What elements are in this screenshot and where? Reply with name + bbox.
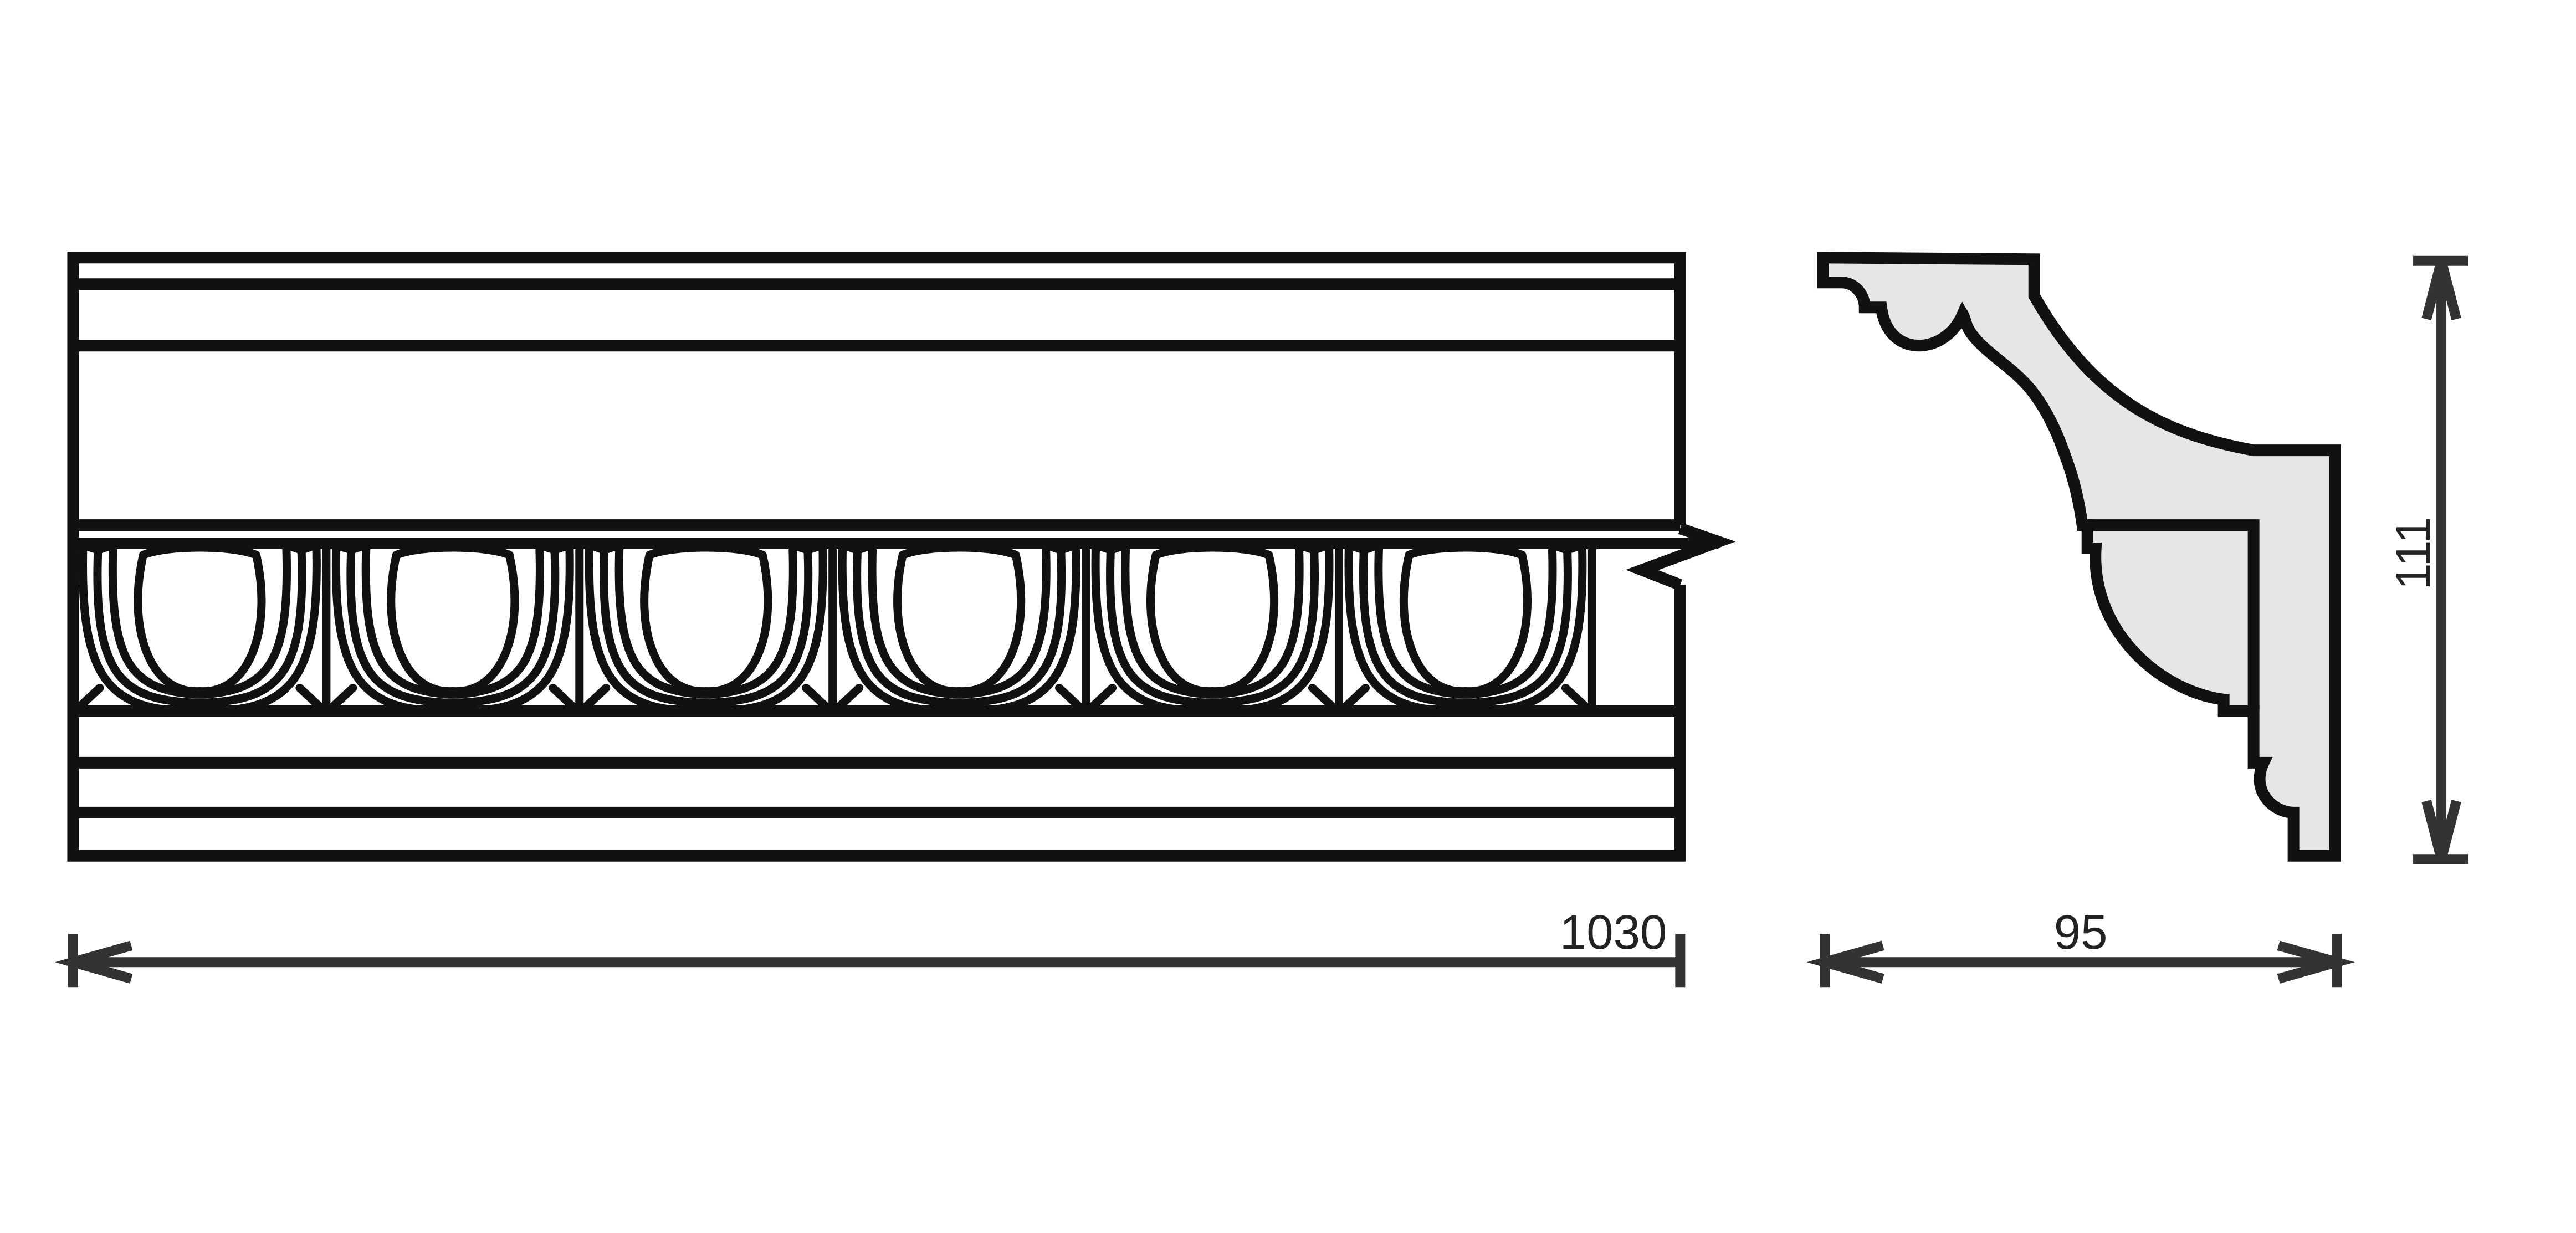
egg (1399, 543, 1532, 695)
length-label: 1030 (1560, 905, 1667, 959)
tongue-mark (332, 541, 371, 555)
tongue-mark (1294, 541, 1333, 555)
dart-line (1055, 683, 1089, 715)
egg (134, 543, 266, 695)
egg-shell-mid (1106, 544, 1319, 707)
dimension-length: 1030 (55, 905, 1686, 988)
dart-line (1336, 683, 1370, 715)
tongue-mark (1042, 541, 1080, 555)
tongue-mark (585, 541, 624, 555)
tongue-mark (535, 541, 574, 555)
egg-shell-outer (838, 541, 1080, 715)
egg-shell-mid (600, 544, 813, 707)
tongue-mark (1092, 541, 1130, 555)
dart-line (324, 683, 357, 715)
width-arrow-right (2277, 940, 2355, 984)
egg-shell-outer (1091, 541, 1334, 715)
height-label: 111 (2386, 516, 2440, 590)
egg (893, 543, 1026, 695)
dart-line (1561, 683, 1595, 715)
tongue-mark (1548, 541, 1586, 555)
egg (1146, 543, 1279, 695)
tongue-mark (838, 541, 877, 555)
egg-shell-outer (585, 541, 827, 715)
tongue-mark (788, 541, 827, 555)
length-arrow-left (55, 940, 133, 984)
dimension-height: 111 (2386, 255, 2469, 864)
egg-shell-mid (853, 544, 1066, 707)
tongue-mark (1344, 541, 1383, 555)
egg (640, 543, 772, 695)
height-arrow-bottom (2421, 800, 2461, 861)
dart-line (70, 683, 104, 715)
width-label: 95 (2054, 905, 2108, 959)
width-arrow-left (1806, 940, 1884, 984)
dart-line (830, 683, 864, 715)
egg-shell-mid (93, 544, 306, 707)
tongue-mark (79, 541, 117, 555)
dart-line (1083, 683, 1117, 715)
dart-line (802, 683, 836, 715)
egg (387, 543, 519, 695)
dimension-width: 95 (1806, 905, 2355, 988)
egg-shell-outer (1344, 541, 1587, 715)
dart-line (577, 683, 611, 715)
front-elevation (67, 252, 1736, 862)
break-symbol (1625, 523, 1736, 591)
egg-shell-mid (346, 544, 560, 707)
dart-line (549, 683, 582, 715)
height-arrow-top (2421, 259, 2461, 320)
dart-line (295, 683, 329, 715)
egg-shell-mid (1359, 544, 1572, 707)
egg-and-dart-band (69, 541, 1596, 715)
egg-shell-outer (78, 541, 321, 715)
profile-fill (1817, 252, 2341, 862)
egg-shell-outer (331, 541, 574, 715)
tongue-mark (282, 541, 321, 555)
dart-line (1308, 683, 1341, 715)
profile-inner-step (2087, 519, 2260, 712)
section-profile (1817, 252, 2341, 862)
